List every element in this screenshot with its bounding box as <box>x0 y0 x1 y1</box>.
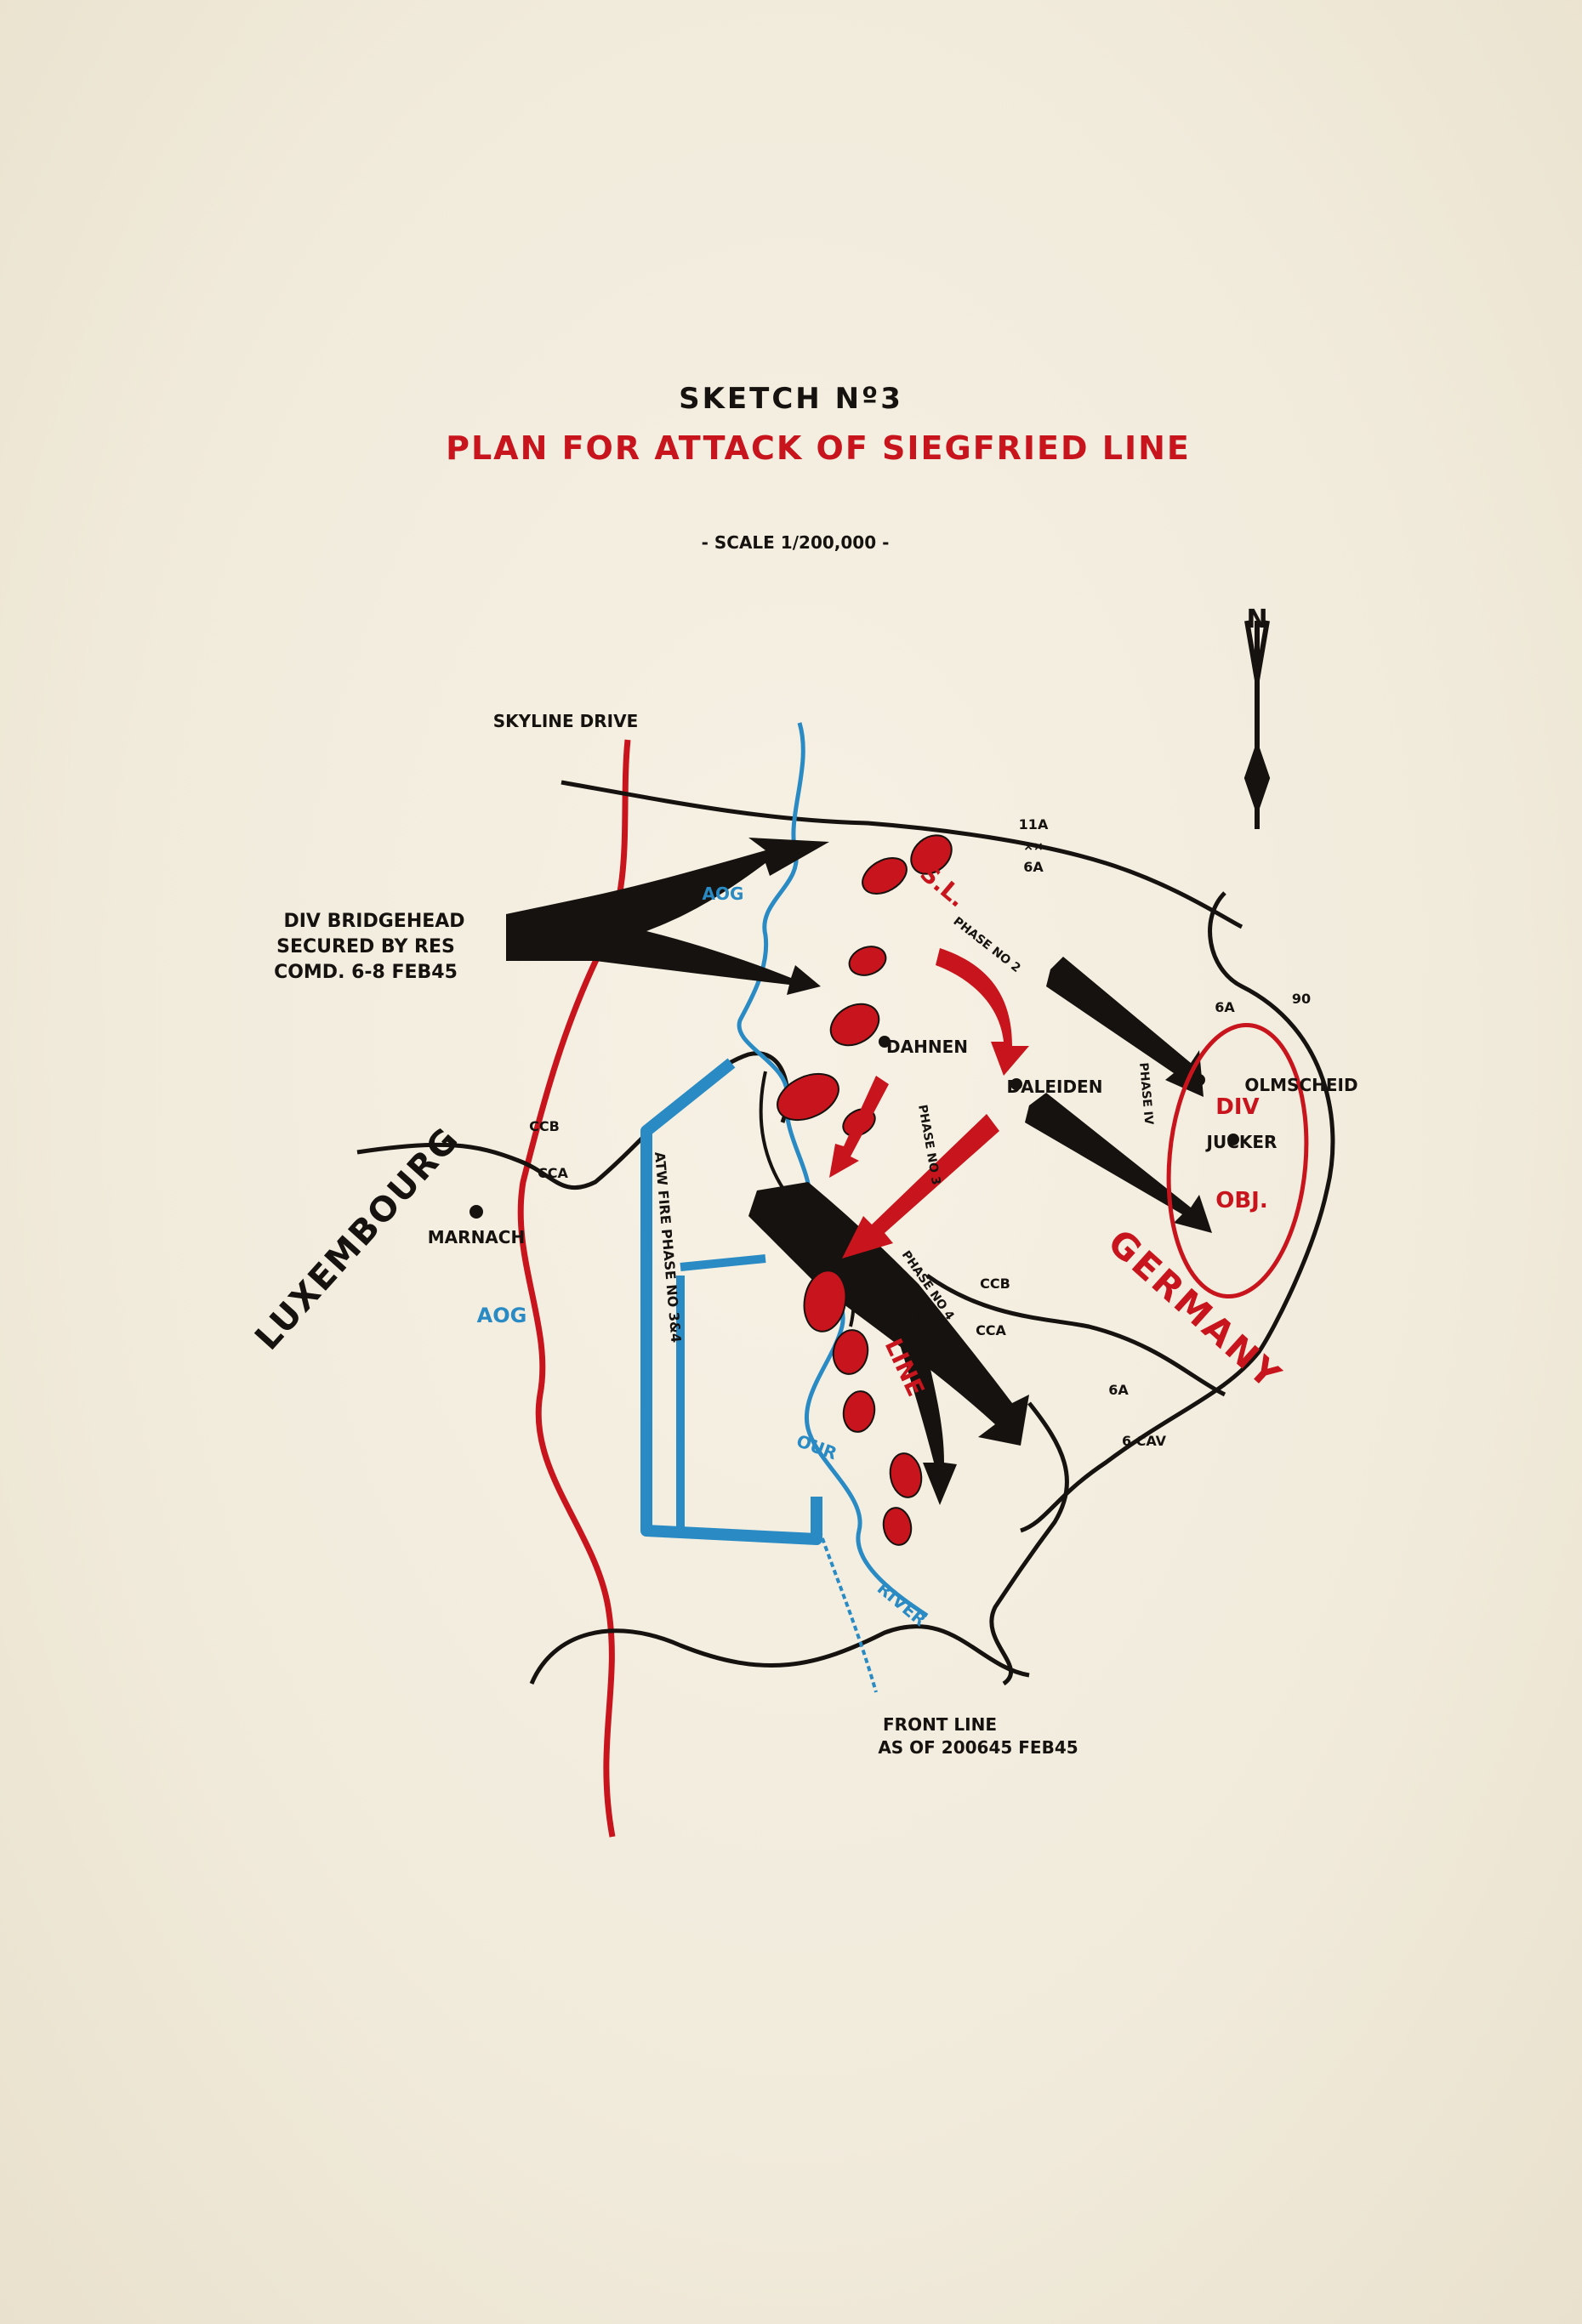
town-markers <box>469 1036 1239 1219</box>
obj-label: OBJ. <box>1215 1188 1267 1213</box>
ccb-left-2: CCA <box>538 1165 568 1181</box>
atw-fire-label: ATW FIRE PHASE NO 3&4 <box>652 1151 685 1344</box>
bridgehead-label-1: DIV BRIDGEHEAD <box>283 911 464 932</box>
map-scale: - SCALE 1/200,000 - <box>702 532 890 553</box>
unit-right-1: 6A <box>1215 999 1235 1015</box>
phase-iv-label: PHASE IV <box>1136 1062 1155 1126</box>
road-bottom <box>529 1624 1030 1685</box>
unit-top-xx: ×× <box>1023 840 1043 854</box>
north-arrow-icon <box>1243 620 1271 829</box>
unit-top-2: 6A <box>1023 859 1044 875</box>
ccb-left-1: CCB <box>529 1118 560 1134</box>
germany-label: GERMANY <box>1100 1221 1289 1398</box>
phase-iv-arrow-black <box>748 1182 1029 1446</box>
unit-bottom-1: 6A <box>1108 1382 1129 1398</box>
sketch-number: SKETCH Nº3 <box>679 382 903 416</box>
front-line-label-2: AS OF 200645 FEB45 <box>878 1737 1078 1758</box>
our-river <box>737 722 929 1618</box>
bridgehead-arrow <box>506 838 829 995</box>
ccb-mid-2: CCA <box>976 1322 1006 1338</box>
bridgehead-label-2: SECURED BY RES <box>276 936 455 957</box>
road-top <box>561 780 1243 929</box>
bridgehead-label-3: COMD. 6-8 FEB45 <box>274 962 458 983</box>
dahnen-label: DAHNEN <box>886 1037 968 1057</box>
road-south-1 <box>989 1401 1069 1686</box>
atw-fire-bracket <box>640 1058 822 1545</box>
map-title: PLAN FOR ATTACK OF SIEGFRIED LINE <box>446 429 1191 467</box>
atw-fire-inner <box>676 1254 766 1531</box>
unit-bottom-2: 6 CAV <box>1122 1433 1167 1449</box>
boundary-right <box>1020 891 1335 1533</box>
marnach-label: MARNACH <box>428 1227 525 1247</box>
div-label: DIV <box>1215 1094 1259 1120</box>
road-east-ccb <box>925 1273 1226 1397</box>
phase-2-arrow-black <box>1046 957 1204 1097</box>
phase-4b-arrow-black <box>885 1280 957 1505</box>
ccb-mid-1: CCB <box>980 1276 1010 1292</box>
div-objective-oval <box>1166 1022 1309 1299</box>
siegfried-line-bunkers <box>777 834 953 1546</box>
road-west-marnach <box>356 1051 790 1190</box>
our-river-label-2: RIVER <box>874 1577 930 1630</box>
front-line-blue <box>815 1521 878 1693</box>
red-arrow-3 <box>842 1114 999 1259</box>
our-river-label: OUR <box>794 1430 839 1463</box>
jucker-label: JUCKER <box>1205 1132 1278 1152</box>
north-label: N <box>1246 605 1267 634</box>
unit-right-2: 90 <box>1292 991 1311 1007</box>
phase-3-arrow-black <box>1025 1093 1212 1233</box>
front-line-label-1: FRONT LINE <box>883 1714 997 1735</box>
olmscheid-label: OLMSCHEID <box>1244 1075 1357 1095</box>
unit-top-1: 11A <box>1019 816 1049 832</box>
daleiden-label: DALEIDEN <box>1007 1077 1103 1097</box>
aog-label-1: AOG <box>703 884 744 904</box>
red-arrow-1 <box>936 948 1029 1076</box>
skyline-drive-label: SKYLINE DRIVE <box>493 711 639 731</box>
aog-label-2: AOG <box>477 1304 527 1327</box>
phase-3-label: PHASE NO 3 <box>915 1104 942 1186</box>
red-arrow-2 <box>829 1076 889 1178</box>
